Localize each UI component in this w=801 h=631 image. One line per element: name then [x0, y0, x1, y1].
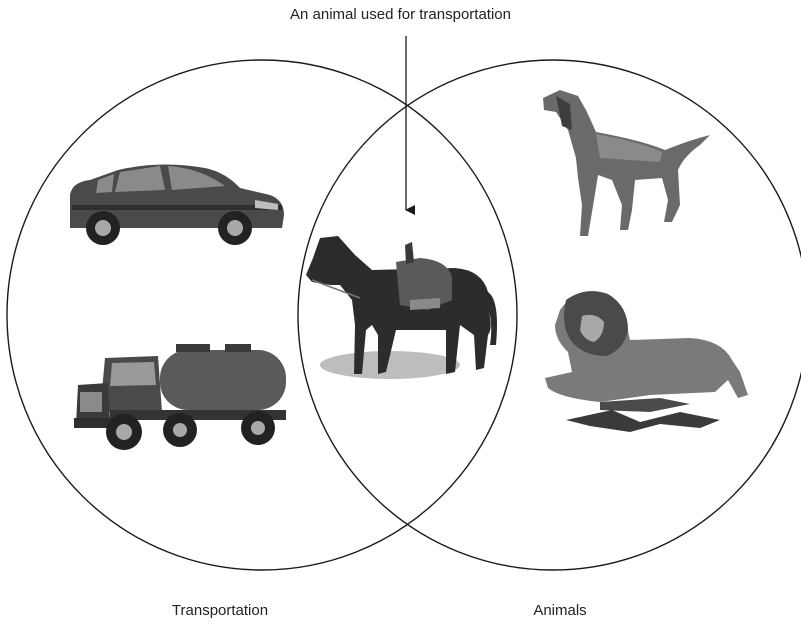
transportation-set-circle	[6, 59, 518, 571]
animals-set-label: Animals	[533, 602, 587, 619]
transportation-set-label: Transportation	[171, 602, 269, 619]
dog-icon	[543, 90, 710, 236]
annotation-label: An animal used for transportation	[290, 6, 511, 23]
lion-icon	[545, 291, 748, 432]
car-icon	[70, 164, 284, 245]
saddled-horse-icon	[306, 236, 497, 379]
tanker-truck-icon	[74, 344, 286, 450]
animals-set-circle	[297, 59, 801, 571]
